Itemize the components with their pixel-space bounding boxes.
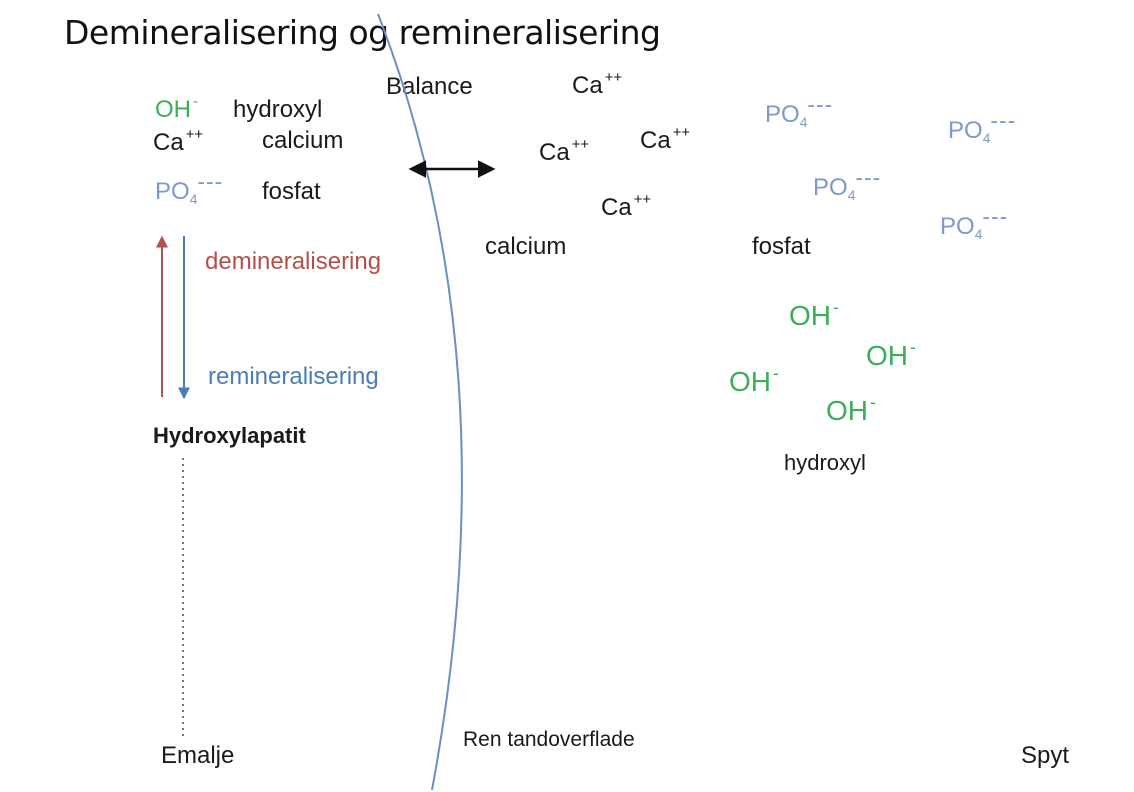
legend-oh-formula: OH- bbox=[155, 94, 198, 123]
demineralisation-label: demineralisering bbox=[205, 248, 382, 275]
saliva-ca-ion: Ca++ bbox=[539, 137, 590, 166]
legend-ca-formula: Ca++ bbox=[153, 127, 204, 156]
saliva-ca-ion: Ca++ bbox=[640, 125, 691, 154]
saliva-ca-ion: Ca++ bbox=[601, 192, 652, 221]
legend-hydroxyl-label: hydroxyl bbox=[233, 96, 323, 123]
tooth-surface-curve bbox=[377, 13, 463, 791]
legend-calcium-label: calcium bbox=[262, 127, 344, 154]
saliva-po4-ion: PO4--- bbox=[948, 107, 1017, 146]
legend-po4-formula: PO4--- bbox=[155, 168, 224, 207]
remineralisation-label: remineralisering bbox=[208, 363, 379, 390]
saliva-calcium-label: calcium bbox=[485, 233, 567, 260]
saliva-region-label: Spyt bbox=[1021, 742, 1070, 769]
saliva-oh-ion: OH- bbox=[866, 336, 916, 371]
saliva-po4-ion: PO4--- bbox=[813, 164, 882, 203]
saliva-oh-ion: OH- bbox=[826, 391, 876, 426]
saliva-oh-ion: OH- bbox=[789, 296, 839, 331]
legend-fosfat-label: fosfat bbox=[262, 178, 321, 205]
saliva-fosfat-label: fosfat bbox=[752, 233, 811, 260]
hydroxylapatite-label: Hydroxylapatit bbox=[153, 423, 306, 448]
page-title: Demineralisering og remineralisering bbox=[64, 13, 661, 52]
saliva-ca-ion: Ca++ bbox=[572, 70, 623, 99]
enamel-region-label: Emalje bbox=[161, 742, 235, 769]
surface-region-label: Ren tandoverflade bbox=[463, 728, 635, 751]
balance-label: Balance bbox=[386, 73, 473, 100]
saliva-oh-ion: OH- bbox=[729, 362, 779, 397]
saliva-po4-ion: PO4--- bbox=[765, 91, 834, 130]
saliva-po4-ion: PO4--- bbox=[940, 203, 1009, 242]
saliva-hydroxyl-label: hydroxyl bbox=[784, 450, 866, 475]
